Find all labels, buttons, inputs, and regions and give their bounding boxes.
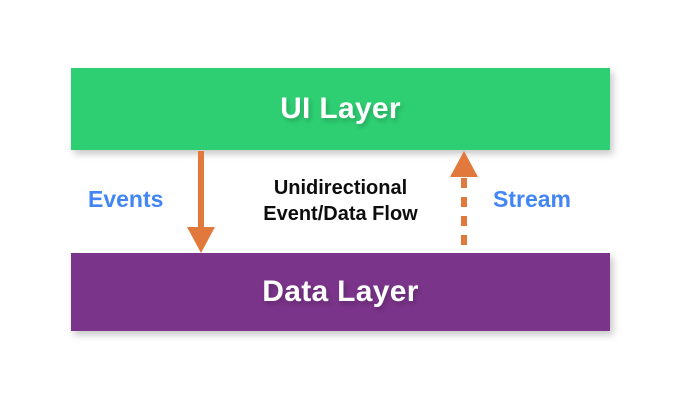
events-label: Events — [88, 186, 164, 212]
ui-layer-box: UI Layer — [71, 68, 610, 150]
data-layer-box: Data Layer — [71, 253, 610, 331]
stream-arrow-head-icon — [450, 151, 478, 177]
stream-arrow — [449, 151, 479, 254]
events-arrow — [186, 151, 216, 254]
events-arrow-shaft — [198, 151, 204, 229]
events-arrow-head-icon — [187, 227, 215, 253]
stream-arrow-shaft — [461, 178, 467, 254]
flow-caption-line-2: Event/Data Flow — [263, 203, 418, 226]
flow-caption: Unidirectional Event/Data Flow — [238, 175, 443, 228]
data-layer-label: Data Layer — [262, 275, 419, 308]
ui-layer-label: UI Layer — [280, 92, 401, 125]
stream-label: Stream — [493, 186, 571, 212]
flow-caption-line-1: Unidirectional — [273, 177, 408, 199]
